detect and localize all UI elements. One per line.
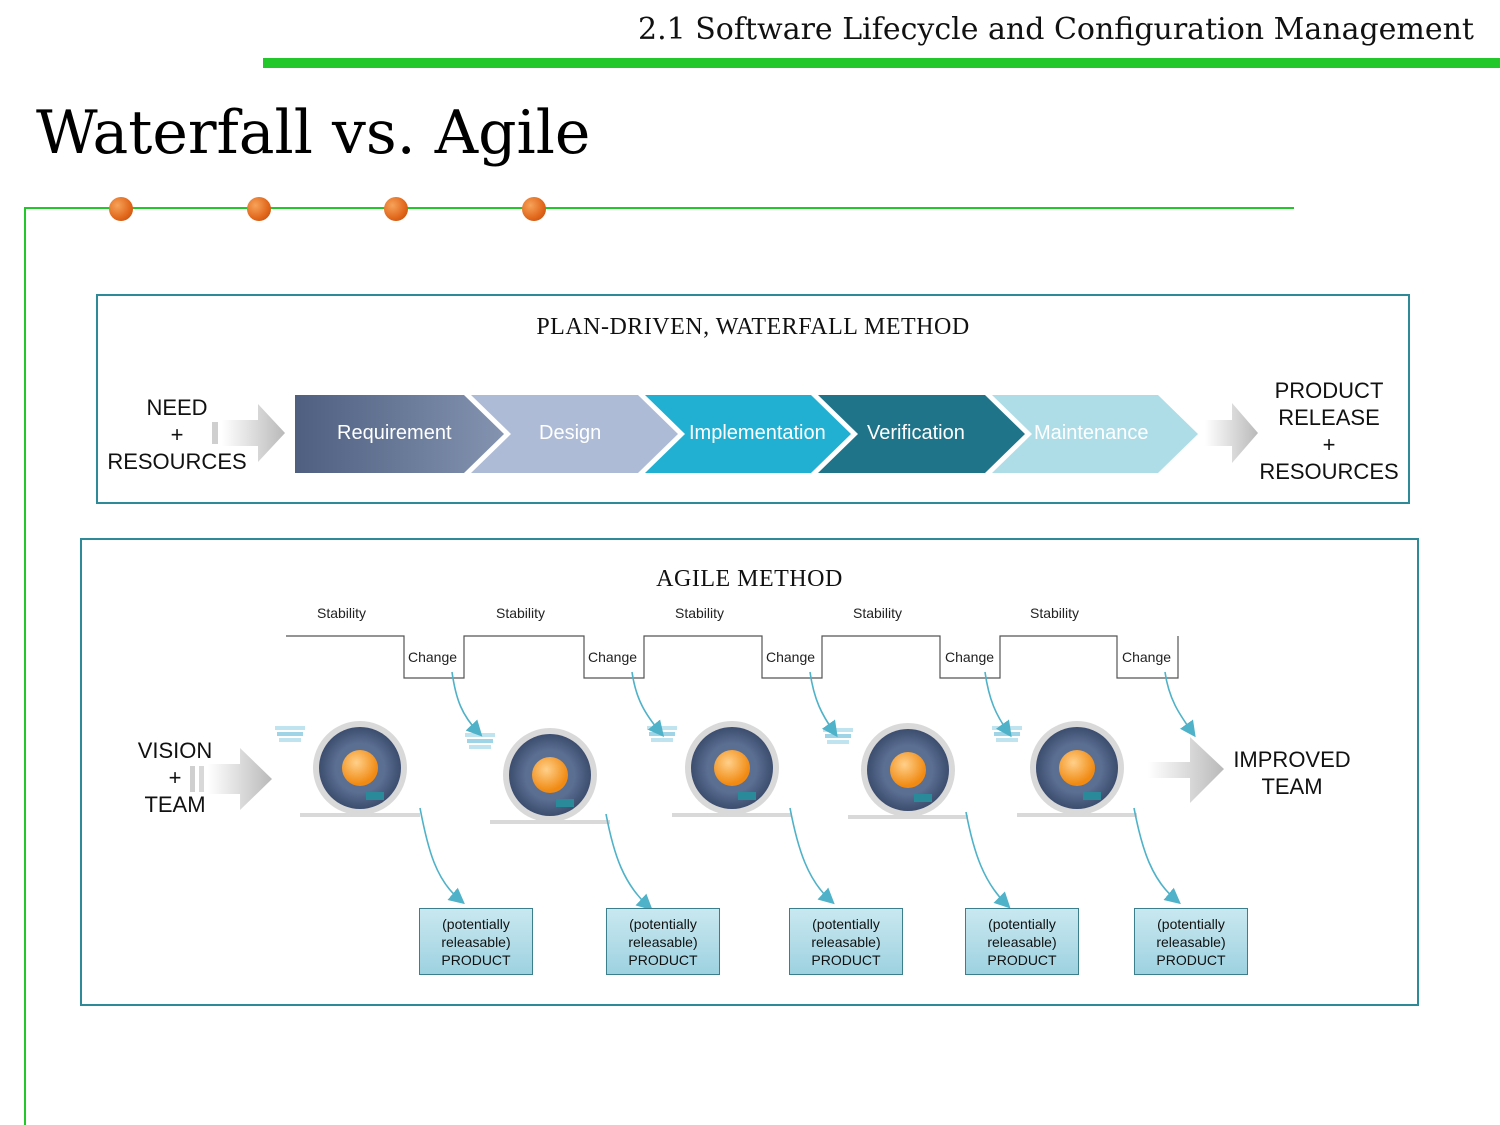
vision-text: VISION xyxy=(137,738,213,763)
stability-label: Stability xyxy=(675,605,725,621)
improved-team-label: IMPROVED TEAM xyxy=(1226,746,1358,800)
chevron-design xyxy=(471,395,678,473)
release-text: RELEASE xyxy=(1278,405,1380,430)
plus-text: + xyxy=(1322,432,1336,457)
iteration-cycles xyxy=(275,721,1137,824)
side-rule xyxy=(24,207,26,1125)
chevron-verification xyxy=(818,395,1025,473)
change-label: Change xyxy=(766,649,816,665)
chevron-maintenance xyxy=(992,395,1198,473)
vision-arrow xyxy=(190,748,272,810)
section-title: 2.1 Software Lifecycle and Configuration… xyxy=(638,12,1474,47)
resources-text: RESOURCES xyxy=(1259,459,1399,484)
cycle-1 xyxy=(275,721,420,817)
change-arrows xyxy=(451,671,1196,738)
change-label: Change xyxy=(945,649,995,665)
cycle-5 xyxy=(992,721,1137,817)
team-text: TEAM xyxy=(1261,774,1323,799)
resources-text: RESOURCES xyxy=(107,449,247,474)
agile-title: AGILE METHOD xyxy=(656,566,843,592)
plus-text: + xyxy=(170,422,184,447)
product-box: (potentially releasable) PRODUCT xyxy=(1134,908,1248,975)
chevron-requirement xyxy=(295,395,504,473)
stability-label: Stability xyxy=(496,605,546,621)
stability-label: Stability xyxy=(1030,605,1080,621)
change-label: Change xyxy=(408,649,458,665)
stage-implementation: Implementation xyxy=(689,422,826,444)
product-text: PRODUCT xyxy=(1274,378,1384,403)
waterfall-chevrons xyxy=(295,395,1198,473)
stage-requirement: Requirement xyxy=(337,422,452,444)
stage-design: Design xyxy=(539,422,602,444)
change-label: Change xyxy=(588,649,638,665)
need-arrow xyxy=(212,404,285,462)
stability-change-line xyxy=(286,635,1179,679)
bullet-dot xyxy=(384,197,408,221)
stability-label: Stability xyxy=(853,605,903,621)
product-release-label: PRODUCT RELEASE + RESOURCES xyxy=(1254,377,1404,485)
need-text: NEED xyxy=(146,395,208,420)
vision-team-label: VISION + TEAM xyxy=(127,737,223,818)
slide-title: Waterfall vs. Agile xyxy=(36,98,591,168)
bullet-dot xyxy=(247,197,271,221)
waterfall-title: PLAN-DRIVEN, WATERFALL METHOD xyxy=(536,314,970,340)
bullet-dot xyxy=(109,197,133,221)
cycle-4 xyxy=(823,723,968,819)
stability-label: Stability xyxy=(317,605,367,621)
improved-arrow xyxy=(1148,737,1224,803)
product-box: (potentially releasable) PRODUCT xyxy=(965,908,1079,975)
product-box: (potentially releasable) PRODUCT xyxy=(606,908,720,975)
plus-text: + xyxy=(168,765,182,790)
team-text: TEAM xyxy=(144,792,206,817)
release-arrow xyxy=(1205,403,1258,463)
header-bar xyxy=(263,58,1500,68)
improved-text: IMPROVED xyxy=(1233,747,1351,772)
change-label: Change xyxy=(1122,649,1172,665)
stage-maintenance: Maintenance xyxy=(1034,422,1149,444)
need-resources-label: NEED + RESOURCES xyxy=(103,394,251,475)
product-arrows xyxy=(419,807,1181,911)
cycle-2 xyxy=(465,728,610,824)
stage-verification: Verification xyxy=(867,422,965,444)
product-box: (potentially releasable) PRODUCT xyxy=(419,908,533,975)
title-rule xyxy=(24,207,1294,209)
product-box: (potentially releasable) PRODUCT xyxy=(789,908,903,975)
chevron-implementation xyxy=(645,395,851,473)
bullet-dot xyxy=(522,197,546,221)
cycle-3 xyxy=(647,721,792,817)
